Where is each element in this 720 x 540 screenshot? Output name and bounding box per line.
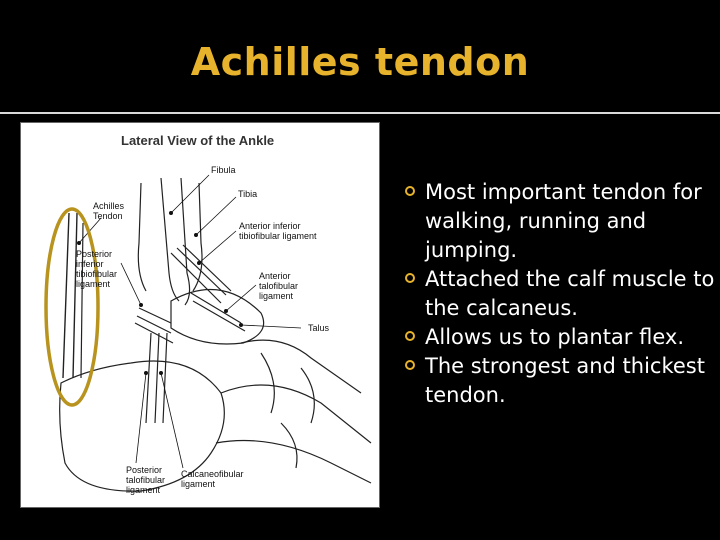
label-calcaneofibular: Calcaneofibular ligament: [181, 469, 244, 489]
bullet-item: Attached the calf muscle to the calcaneu…: [405, 265, 715, 323]
label-talus: Talus: [308, 323, 330, 333]
bullet-list: Most important tendon for walking, runni…: [405, 178, 715, 410]
ankle-diagram: Lateral View of the Ankle Fibula Tibia A…: [20, 122, 380, 508]
bullet-item: Allows us to plantar flex.: [405, 323, 715, 352]
bullet-text: Allows us to plantar flex.: [425, 325, 684, 349]
title-divider: [0, 112, 720, 114]
title-bar: Achilles tendon: [0, 0, 720, 112]
diagram-title: Lateral View of the Ankle: [121, 133, 275, 148]
bullet-text: The strongest and thickest tendon.: [425, 354, 705, 407]
tibia-outline: [137, 182, 147, 292]
slide-title: Achilles tendon: [190, 40, 530, 84]
achilles-highlight-ellipse: [44, 207, 100, 407]
ankle-illustration: [44, 174, 372, 492]
bullet-circle-icon: [405, 186, 415, 196]
bullet-item: Most important tendon for walking, runni…: [405, 178, 715, 265]
label-anterior-talofibular: Anterior talofibular ligament: [259, 271, 299, 301]
label-posterior-talofibular: Posterior talofibular ligament: [126, 465, 166, 495]
label-fibula: Fibula: [211, 165, 236, 175]
bullet-text: Attached the calf muscle to the calcaneu…: [425, 267, 715, 320]
label-tibia: Tibia: [238, 189, 258, 199]
bullet-circle-icon: [405, 360, 415, 370]
label-posterior-inferior-tibiofibular: Posterior inferior tibiofibular ligament: [76, 249, 118, 289]
bullet-circle-icon: [405, 273, 415, 283]
label-anterior-inferior-tibiofibular: Anterior inferior tibiofibular ligament: [239, 221, 317, 241]
bullet-item: The strongest and thickest tendon.: [405, 352, 715, 410]
bullet-circle-icon: [405, 331, 415, 341]
label-achilles-tendon: Achilles Tendon: [93, 201, 125, 221]
bullet-text: Most important tendon for walking, runni…: [425, 180, 702, 262]
